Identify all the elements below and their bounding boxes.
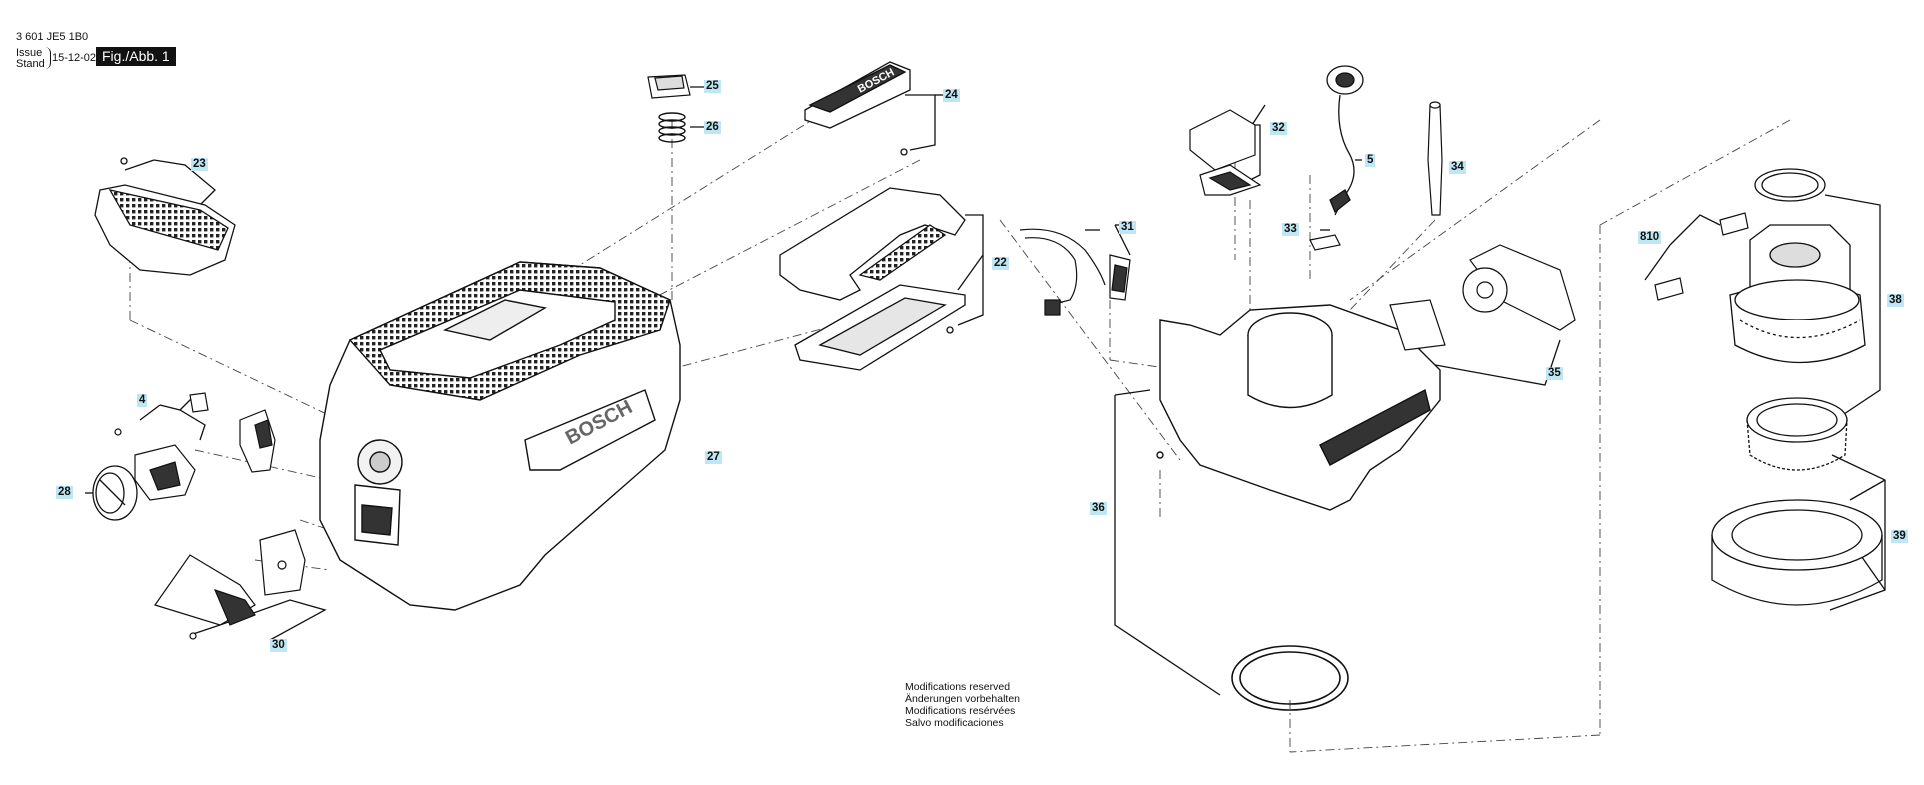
- modifications-line-es: Salvo modificaciones: [905, 717, 1004, 729]
- part-22-handle: [779, 187, 966, 371]
- issue-label: Issue: [16, 47, 43, 59]
- doc-number: 3 601 JE5 1B0: [16, 31, 89, 43]
- part-label-5: 5: [1365, 154, 1376, 167]
- part-33-cable-clamp: [1309, 234, 1341, 251]
- part-810-brushes: [1654, 212, 1749, 301]
- part-36-seal-ring: [1231, 645, 1349, 711]
- part-5-power-cord: [1326, 65, 1364, 216]
- part-label-38: 38: [1887, 294, 1904, 307]
- part-label-23: 23: [191, 158, 208, 171]
- part-label-31: 31: [1119, 221, 1136, 234]
- part-27-housing: BOSCH: [319, 261, 681, 611]
- part-label-27: 27: [705, 451, 722, 464]
- part-24-cover: BOSCH: [804, 61, 911, 156]
- part-26-spring: [658, 112, 686, 143]
- part-label-33: 33: [1282, 223, 1299, 236]
- part-label-34: 34: [1449, 161, 1466, 174]
- part-4-switch: [114, 392, 276, 501]
- part-25-latch: [647, 74, 691, 99]
- part-28-knob: [92, 465, 138, 521]
- part-32-terminal: [1189, 109, 1262, 196]
- modifications-notice: Modifications reserved Änderungen vorbeh…: [905, 681, 1020, 729]
- part-label-4: 4: [137, 394, 148, 407]
- part-label-35: 35: [1546, 367, 1563, 380]
- part-label-39: 39: [1891, 530, 1908, 543]
- part-label-24: 24: [943, 89, 960, 102]
- figure-label: Fig./Abb. 1: [96, 47, 176, 66]
- part-39-filter: [1711, 397, 1883, 606]
- modifications-line-fr: Modifications resérvées: [905, 705, 1016, 717]
- part-35-fan: [1389, 244, 1576, 351]
- part-31-wiring: [1019, 228, 1131, 316]
- part-label-22: 22: [992, 257, 1009, 270]
- part-label-25: 25: [704, 80, 721, 93]
- modifications-line-de: Änderungen vorbehalten: [905, 693, 1021, 705]
- part-23-grip: [94, 157, 236, 276]
- header-brace: [44, 47, 51, 69]
- part-label-36: 36: [1090, 502, 1107, 515]
- part-label-30: 30: [270, 639, 287, 652]
- issue-date: 15-12-02: [52, 52, 97, 64]
- part-label-32: 32: [1270, 122, 1287, 135]
- leader-lines: [85, 86, 1886, 696]
- part-30-latch: [154, 529, 306, 640]
- part-36-base: [1156, 304, 1441, 511]
- modifications-line-en: Modifications reserved: [905, 681, 1011, 693]
- part-label-26: 26: [704, 121, 721, 134]
- stand-label: Stand: [16, 58, 45, 70]
- part-label-28: 28: [56, 486, 73, 499]
- part-label-810: 810: [1638, 231, 1662, 244]
- part-38-motor: [1729, 168, 1866, 364]
- part-34-probe: [1427, 101, 1443, 216]
